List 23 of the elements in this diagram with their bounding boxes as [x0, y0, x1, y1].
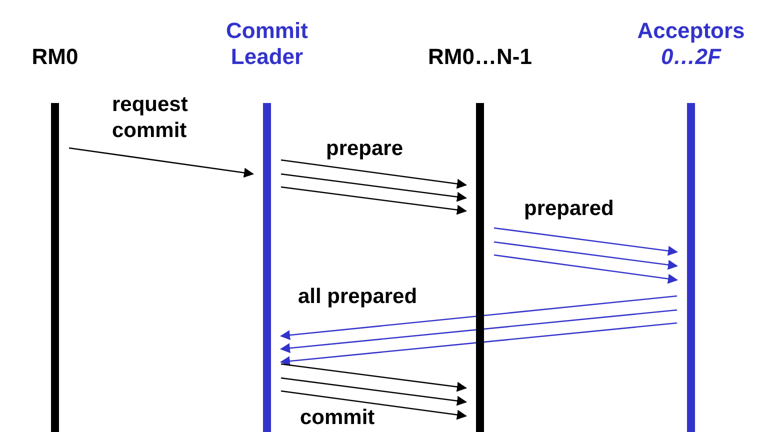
arrow	[280, 295, 678, 340]
arrow	[280, 159, 467, 189]
arrow	[494, 254, 678, 284]
arrow	[280, 173, 467, 202]
edge-label: all prepared	[298, 284, 418, 310]
lifeline-heading: Acceptors	[637, 18, 745, 44]
edge-label: request commit	[112, 92, 189, 144]
lifeline-heading: 0…2F	[661, 44, 721, 70]
arrow	[494, 241, 678, 270]
arrow	[280, 322, 678, 366]
arrow	[280, 377, 467, 406]
arrow	[280, 363, 467, 392]
arrow	[280, 309, 678, 354]
arrow	[280, 390, 467, 420]
lifeline-heading: RM0…N-1	[428, 44, 532, 70]
arrow	[280, 186, 467, 215]
lifeline-heading: Commit Leader	[225, 18, 309, 70]
lifeline-heading: RM0	[32, 44, 78, 70]
arrow	[494, 227, 678, 256]
edge-label: prepared	[524, 196, 614, 222]
edge-label: commit	[300, 405, 375, 431]
arrow	[68, 147, 254, 178]
edge-label: prepare	[326, 136, 404, 162]
